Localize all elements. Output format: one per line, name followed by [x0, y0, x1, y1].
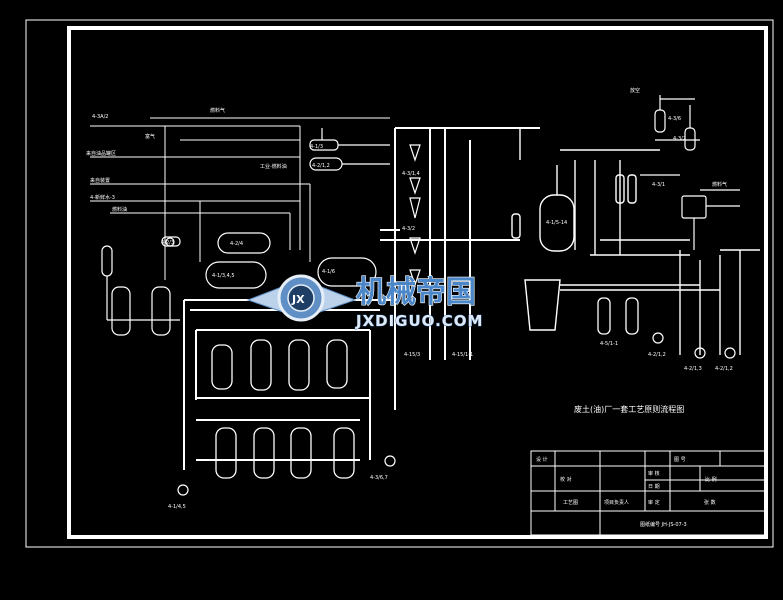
- label-v153: 4-15/3: [404, 352, 420, 358]
- cyclone-vessels: [409, 144, 421, 287]
- pipe-network: [183, 127, 540, 470]
- label-in1: 4-3A/2: [92, 114, 108, 120]
- label-v23: 4-2/3: [161, 240, 174, 246]
- label-v314: 4-3/1,4: [402, 171, 420, 177]
- label-p212: 4-2/1,2: [648, 352, 666, 358]
- label-r-gas: 放空: [630, 87, 640, 94]
- label-in3: 来自装置: [90, 177, 110, 184]
- label-v32: 4-3/2: [402, 226, 415, 232]
- label-v151: 4-15/1-1: [452, 352, 473, 358]
- label-p213: 4-2/1,3: [684, 366, 702, 372]
- tb-r4c1: 图纸编号 JH-JS-07-3: [640, 521, 687, 528]
- label-p145: 4-1/4,5: [168, 504, 186, 510]
- label-v16: 4-1/6: [322, 269, 335, 275]
- watermark-cn: 机械帝国: [356, 275, 476, 310]
- label-r-top4: 4-3/1: [652, 182, 665, 188]
- label-r-top2: 4-3/2: [673, 136, 686, 142]
- label-p367: 4-3/6,7: [370, 475, 388, 481]
- right-small-vessels: [597, 297, 639, 335]
- pumps: [165, 237, 736, 496]
- label-v51: 4-5/1-1: [600, 341, 618, 347]
- tb-r2c2: 比 例: [705, 476, 717, 483]
- top-vessels: [309, 128, 390, 171]
- label-in2: 来自油品罐区: [86, 150, 116, 157]
- label-r-top1: 4-3/6: [668, 116, 681, 122]
- label-gas: 富气: [145, 133, 155, 140]
- tb-r2c1: 校 对: [560, 476, 572, 483]
- inner-frame: [67, 26, 768, 539]
- title-block: [530, 450, 766, 536]
- input-lines: [90, 117, 390, 280]
- tb-r1c4: 日 期: [648, 484, 660, 490]
- tb-r3c2: 项目负责人: [604, 499, 629, 506]
- tb-r3c3: 审 定: [648, 499, 660, 506]
- watermark-en: JXDIGUO.COM: [355, 312, 483, 330]
- label-v13: 4-1/3: [310, 144, 323, 150]
- label-oil: 工业-燃料油: [260, 163, 287, 170]
- watermark-badge: JX: [291, 293, 305, 306]
- tb-r1c3: 审 核: [648, 470, 660, 477]
- reactor-section: [511, 128, 760, 355]
- label-v212: 4-2/1,2: [312, 163, 330, 169]
- label-p212b: 4-2/1,2: [715, 366, 733, 372]
- drawing-title: 废土(油)厂一套工艺原则流程图: [574, 404, 684, 414]
- tb-r3c1: 工艺图: [563, 500, 578, 506]
- left-tanks: [111, 232, 377, 336]
- label-fuel: 燃料气: [210, 107, 225, 114]
- tb-r3c4: 张 数: [704, 499, 716, 506]
- label-v24: 4-2/4: [230, 241, 243, 247]
- vessels-row1: [211, 339, 348, 391]
- label-v1514: 4-1/5-14: [546, 220, 567, 226]
- left-small-vessels: [101, 236, 181, 321]
- upper-right-equip: [640, 95, 740, 250]
- label-in4: 4-新鲜水-3: [90, 194, 115, 201]
- tb-r1c2: 图 号: [674, 457, 686, 463]
- label-v1345: 4-1/3,4,5: [212, 273, 235, 279]
- label-in5: 燃料油: [112, 206, 127, 213]
- outer-border: [25, 19, 774, 548]
- vessels-row2: [215, 427, 355, 479]
- watermark: JX 机械帝国 JXDIGUO.COM: [246, 274, 483, 330]
- tb-r1c1: 设 计: [536, 456, 548, 463]
- label-r-fuel: 燃料气: [712, 181, 727, 188]
